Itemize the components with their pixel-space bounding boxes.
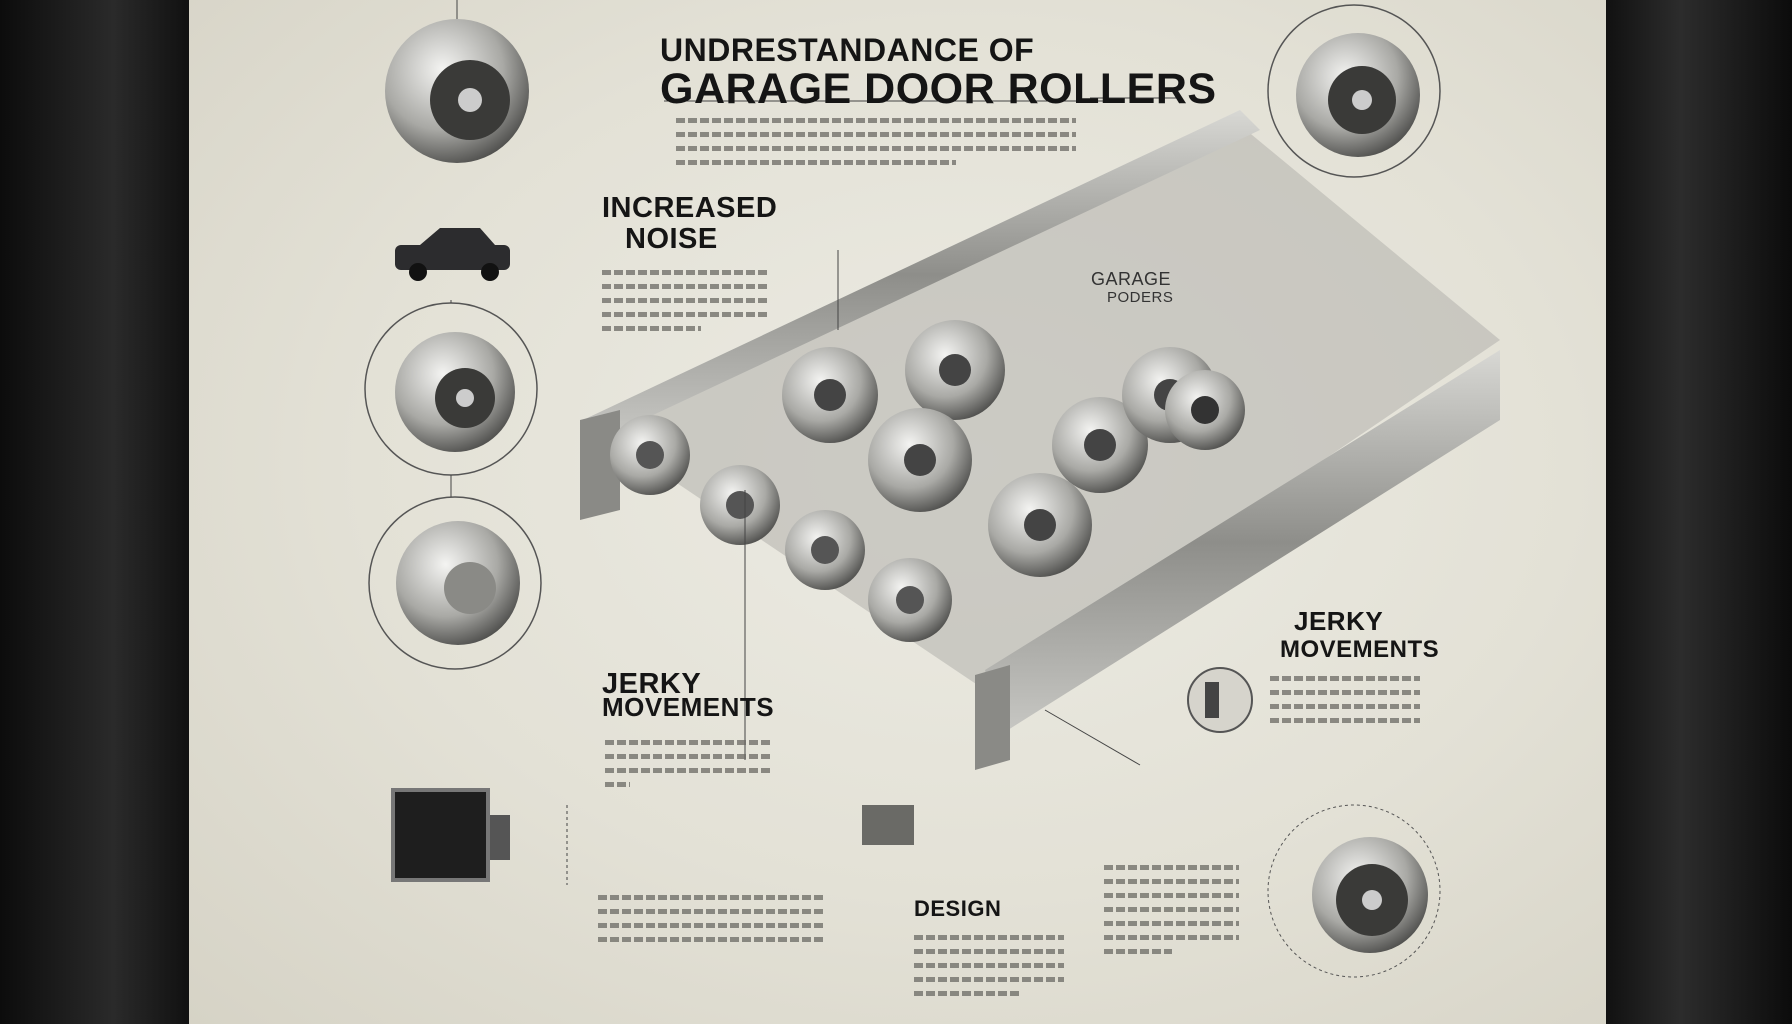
jerky-right-heading-1: JERKY bbox=[1294, 606, 1384, 636]
roller-wheel-icon bbox=[368, 496, 542, 670]
track-end-bracket bbox=[975, 665, 1010, 770]
roller bbox=[700, 465, 780, 545]
bottom-left-paragraph bbox=[598, 895, 823, 951]
roller bbox=[868, 408, 972, 512]
roller-wheel-icon bbox=[364, 302, 538, 476]
roller-illustration bbox=[364, 0, 1500, 978]
roller-wheel-icon bbox=[1267, 804, 1441, 978]
noise-paragraph bbox=[602, 270, 767, 340]
bottom-right-paragraph bbox=[1104, 865, 1239, 963]
intro-paragraph bbox=[676, 118, 1076, 174]
increased-noise-heading-2: NOISE bbox=[625, 223, 718, 255]
leader-lines bbox=[450, 0, 1180, 885]
jerky-right-heading-2: MOVEMENTS bbox=[1280, 636, 1440, 663]
rollers-group bbox=[610, 320, 1245, 642]
plate-icon bbox=[862, 805, 914, 845]
jerky-left-heading-1: JERKY bbox=[602, 668, 702, 700]
jerky-left-paragraph bbox=[605, 740, 770, 796]
track-rail-bottom bbox=[985, 350, 1500, 735]
roller bbox=[785, 510, 865, 590]
roller bbox=[782, 347, 878, 443]
roller bbox=[1052, 397, 1148, 493]
track-end-left bbox=[580, 410, 620, 520]
left-frame bbox=[0, 0, 189, 1024]
title-line-2: GARAGE DOOR ROLLERS bbox=[660, 65, 1217, 113]
garage-label-2: PODERS bbox=[1107, 289, 1174, 306]
right-frame bbox=[1606, 0, 1792, 1024]
roller bbox=[988, 473, 1092, 577]
title-line-1: UNDRESTANDANCE OF bbox=[660, 32, 1035, 68]
roller bbox=[610, 415, 690, 495]
infographic-poster: UNDRESTANDANCE OF GARAGE DOOR ROLLERS IN… bbox=[189, 0, 1606, 1024]
hinge-icon bbox=[1187, 667, 1253, 733]
jerky-left-heading-2: MOVEMENTS bbox=[602, 692, 775, 722]
design-paragraph bbox=[914, 935, 1064, 1005]
jerky-right-paragraph bbox=[1270, 676, 1420, 732]
bracket-icon bbox=[391, 788, 510, 882]
roller bbox=[868, 558, 952, 642]
roller bbox=[905, 320, 1005, 420]
roller-wheel-icon bbox=[385, 19, 529, 163]
track-rail-top bbox=[583, 110, 1260, 440]
increased-noise-heading-1: INCREASED bbox=[602, 192, 778, 224]
garage-label-1: GARAGE bbox=[1091, 269, 1172, 289]
design-heading: DESIGN bbox=[914, 896, 1002, 921]
roller-wheel-icon bbox=[1267, 4, 1441, 178]
roller bbox=[1165, 370, 1245, 450]
car-icon bbox=[395, 228, 510, 281]
